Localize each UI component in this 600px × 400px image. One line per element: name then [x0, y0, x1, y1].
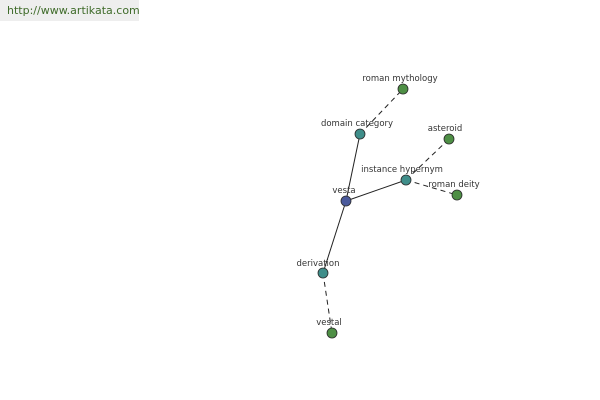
edge-derivation-to-vestal [322, 272, 333, 334]
edges-layer [322, 88, 458, 334]
label-domain-category: domain category [321, 119, 393, 129]
node-roman-deity[interactable] [451, 189, 463, 201]
node-derivation[interactable] [317, 267, 329, 279]
node-vesta[interactable] [340, 195, 352, 207]
label-asteroid: asteroid [428, 124, 462, 134]
node-vestal[interactable] [326, 327, 338, 339]
edge-vesta-to-derivation [322, 200, 347, 274]
node-roman-mythology[interactable] [397, 83, 409, 95]
labels-layer: vesta domain category instance hypernym der… [296, 74, 479, 328]
label-derivation: derivation [296, 259, 339, 269]
edge-instance-hypernym-to-asteroid [405, 138, 450, 181]
edge-vesta-to-domain-category [345, 133, 361, 202]
node-instance-hypernym[interactable] [400, 174, 412, 186]
watermark-link[interactable]: http://www.artikata.com [0, 0, 140, 21]
nodes-layer [317, 83, 463, 339]
label-roman-mythology: roman mythology [362, 74, 437, 84]
label-vesta: vesta [332, 186, 355, 196]
edge-vesta-to-instance-hypernym [345, 179, 407, 202]
node-asteroid[interactable] [443, 133, 455, 145]
label-roman-deity: roman deity [428, 180, 479, 190]
node-domain-category[interactable] [354, 128, 366, 140]
label-vestal: vestal [316, 318, 342, 328]
edge-domain-category-to-roman-mythology [359, 88, 404, 135]
label-instance-hypernym: instance hypernym [361, 165, 443, 175]
